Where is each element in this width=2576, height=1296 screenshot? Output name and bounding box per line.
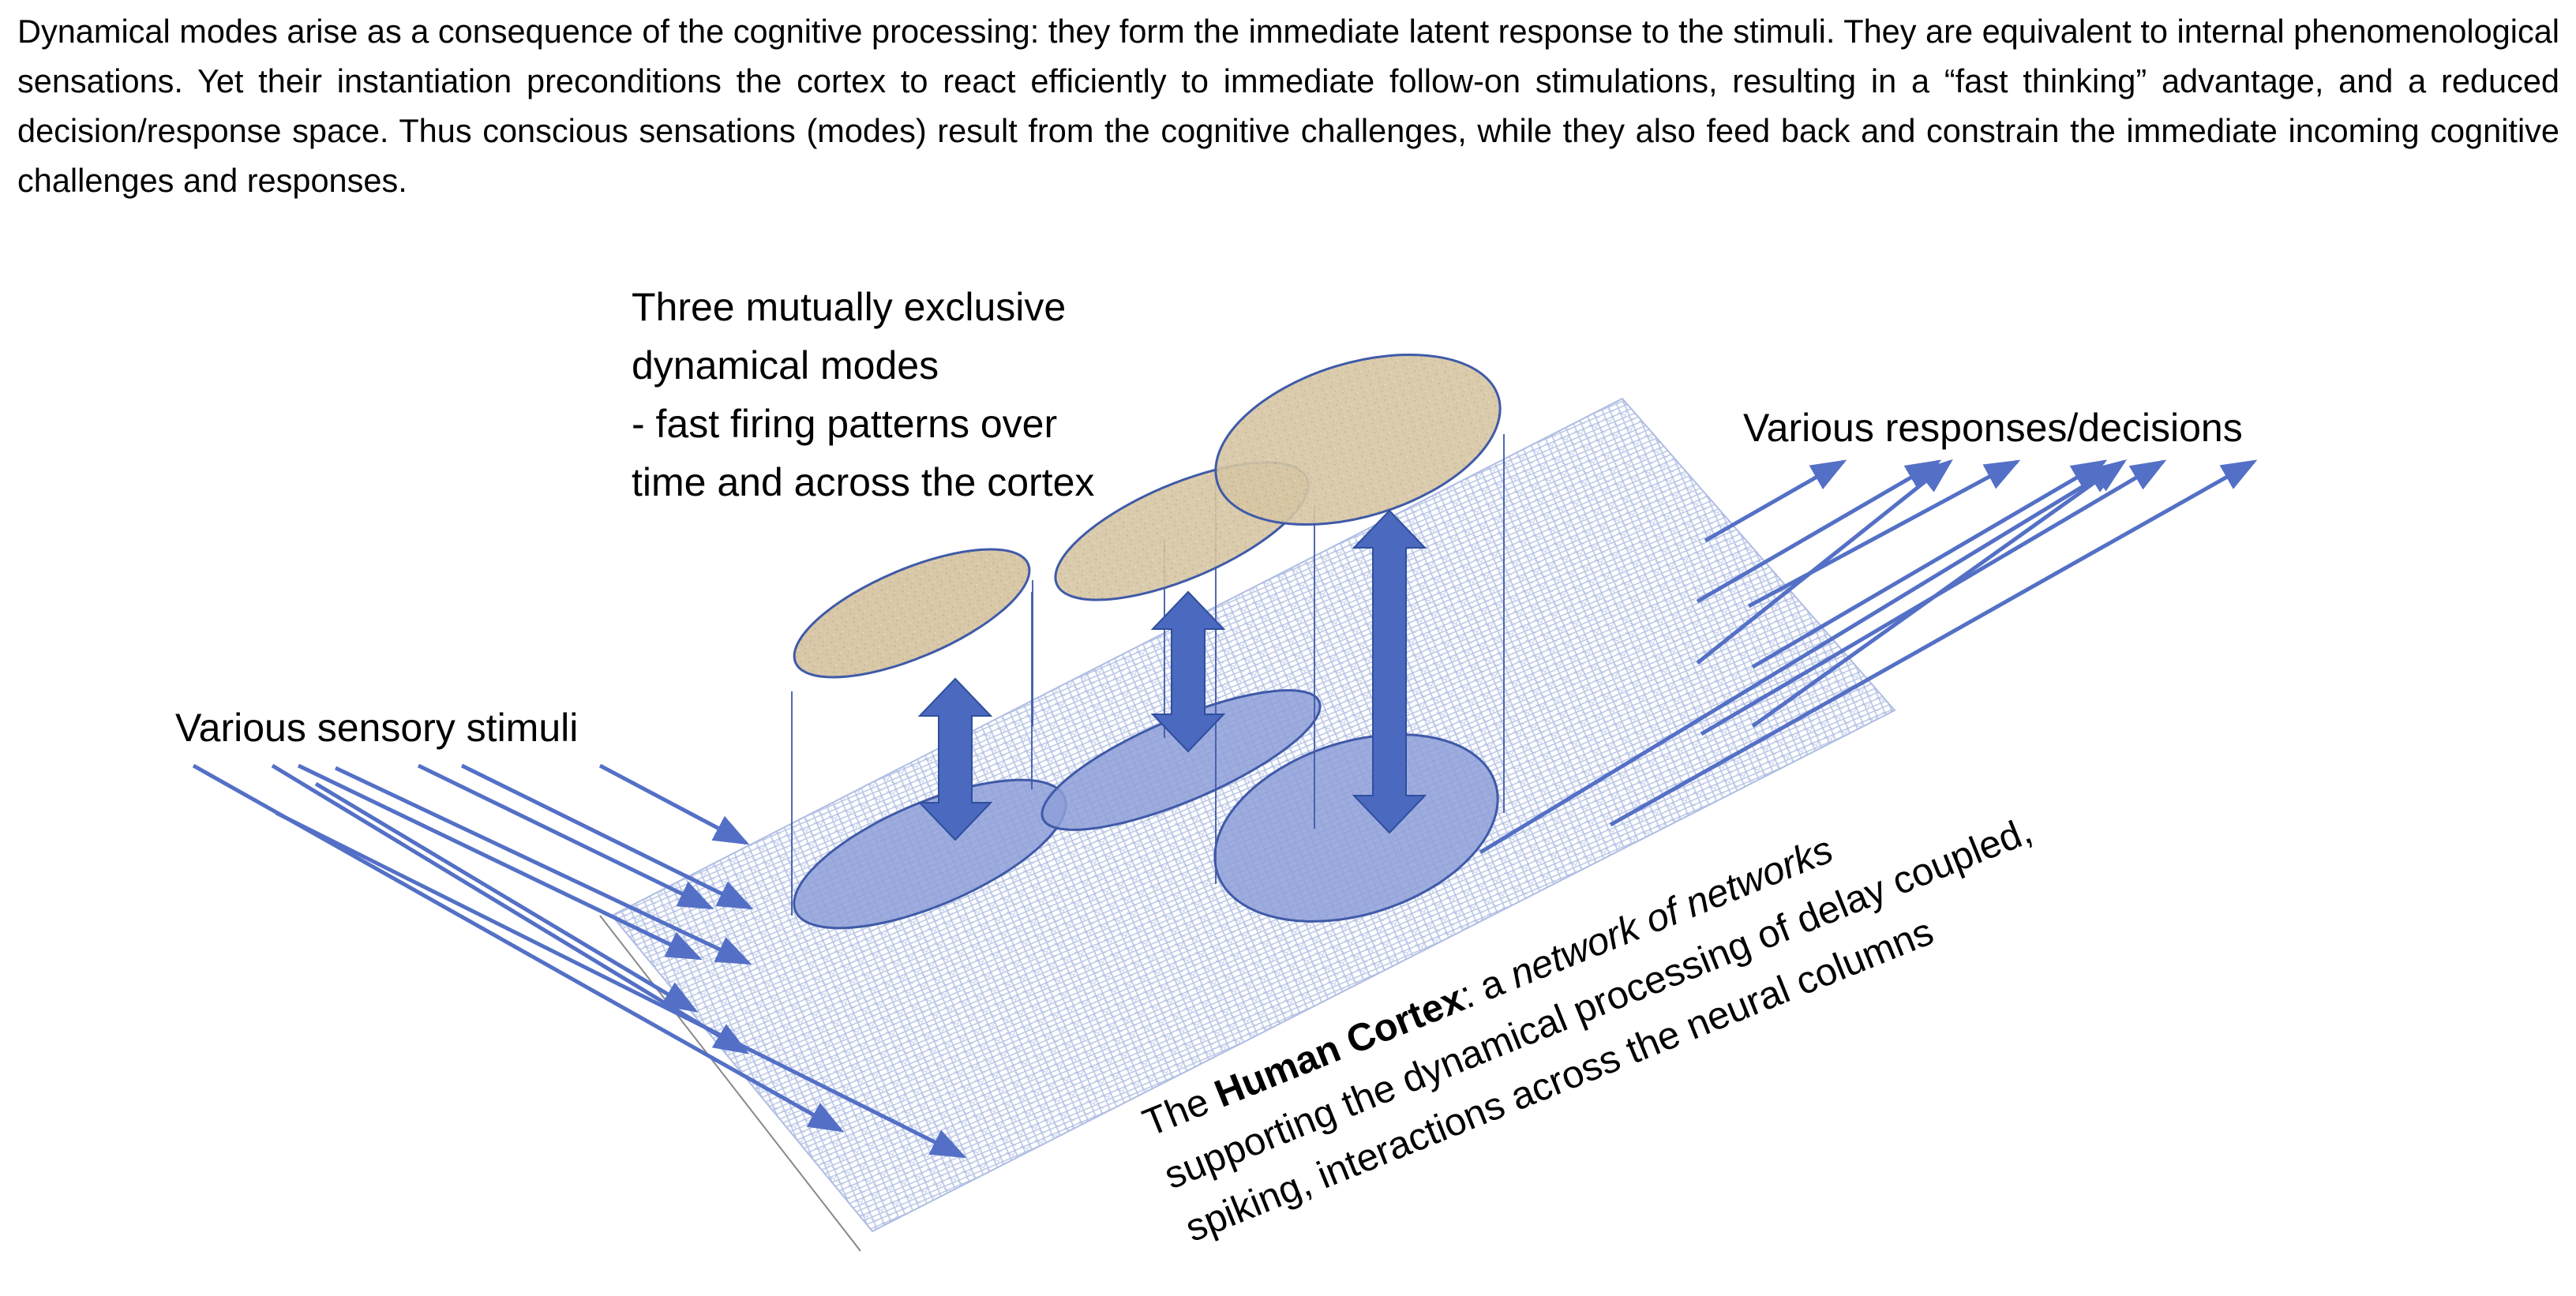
response-arrows bbox=[1479, 459, 2258, 855]
mode-3-bottom-ellipse bbox=[1213, 733, 1499, 923]
modes-label-line-4: time and across the cortex bbox=[632, 460, 1095, 504]
sheet-edge-line bbox=[599, 915, 861, 1252]
mode-1-double-arrow bbox=[917, 677, 993, 841]
mode-3-double-arrow bbox=[1352, 509, 1427, 834]
modes-label-line-3: - fast firing patterns over bbox=[632, 402, 1058, 446]
modes-label-line-1: Three mutually exclusive bbox=[632, 285, 1067, 329]
mode-3-top-ellipse bbox=[1214, 353, 1502, 526]
stimuli-label: Various sensory stimuli bbox=[175, 706, 579, 750]
mode-2-double-arrow bbox=[1150, 590, 1226, 753]
modes-label-line-2: dynamical modes bbox=[632, 343, 939, 388]
mode-1-top-ellipse bbox=[793, 548, 1031, 679]
stimuli-arrows bbox=[192, 763, 967, 1159]
intro-paragraph: Dynamical modes arise as a consequence o… bbox=[17, 13, 2559, 199]
modes-label: Three mutually exclusive dynamical modes… bbox=[632, 278, 1094, 511]
responses-label: Various responses/decisions bbox=[1743, 406, 2243, 450]
